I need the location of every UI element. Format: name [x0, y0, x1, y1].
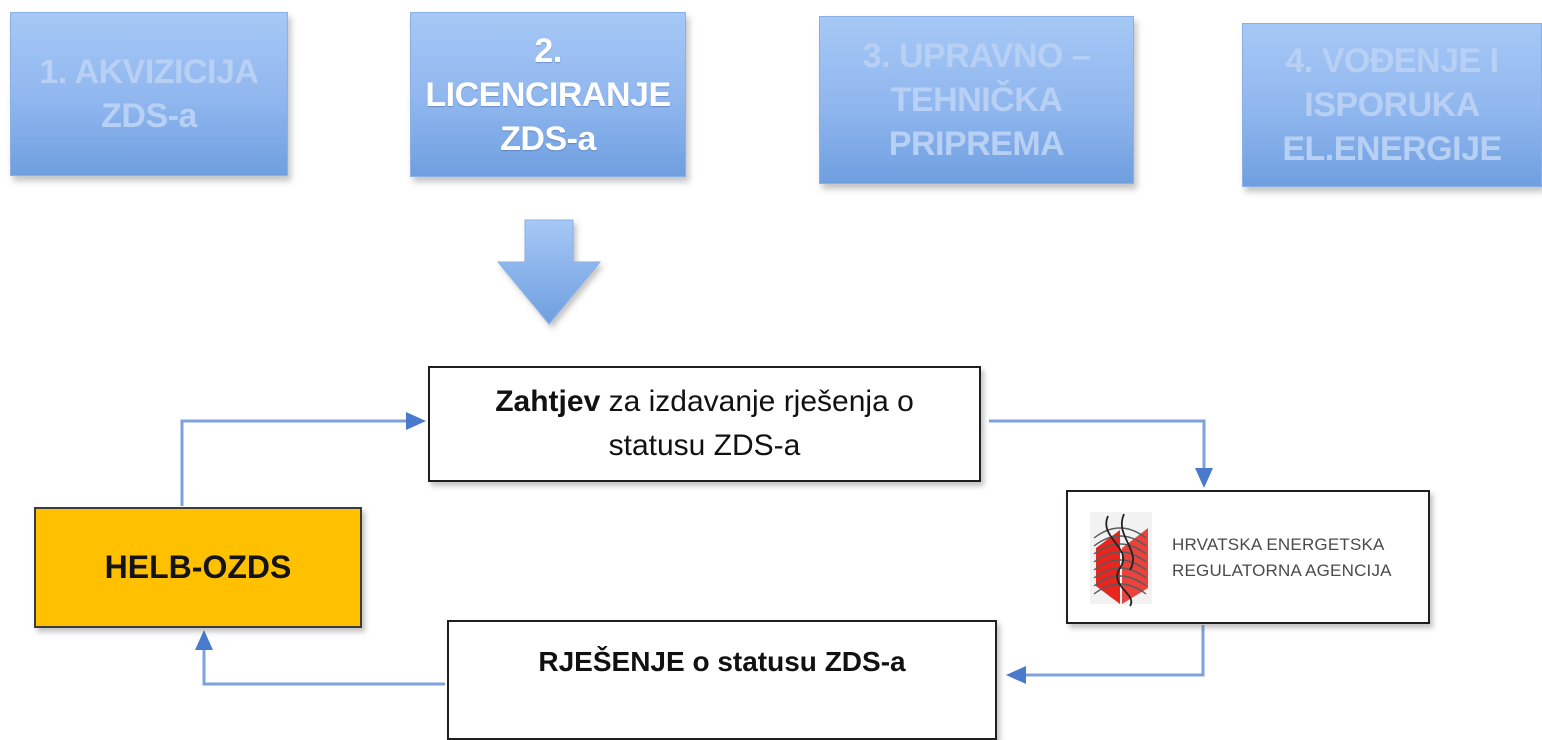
- request-line-2: statusu ZDS-a: [608, 429, 801, 462]
- request-line-1-rest: za izdavanje rješenja o: [600, 385, 914, 418]
- connector-request-to-hera: [989, 419, 1206, 470]
- connector-decision-to-helb: [202, 650, 445, 686]
- arrowhead-hera-icon: [1195, 468, 1213, 488]
- hera-box: HRVATSKA ENERGETSKA REGULATORNA AGENCIJA: [1066, 490, 1430, 624]
- helb-label: HELB-OZDS: [104, 549, 292, 585]
- connector-helb-to-request: [180, 419, 408, 506]
- arrowhead-helb-icon: [195, 630, 213, 650]
- hera-name: HRVATSKA ENERGETSKA REGULATORNA AGENCIJA: [1172, 532, 1392, 584]
- process-diagram: 1. AKVIZICIJA ZDS-a 2. LICENCIRANJE ZDS-…: [10, 12, 1542, 740]
- big-down-arrow-icon: [496, 219, 602, 325]
- arrowhead-decision-icon: [1006, 666, 1026, 684]
- hera-name-line-2: REGULATORNA AGENCIJA: [1172, 561, 1392, 580]
- helb-ozds-box: HELB-OZDS: [34, 507, 362, 628]
- request-line-1: Zahtjev za izdavanje rješenja o: [495, 380, 914, 424]
- hera-logo-icon: [1090, 512, 1152, 607]
- step-akvizicija: 1. AKVIZICIJA ZDS-a: [10, 12, 288, 176]
- request-box: Zahtjev za izdavanje rješenja o statusu …: [428, 366, 981, 482]
- decision-label: RJEŠENJE o statusu ZDS-a: [538, 646, 906, 677]
- connectors-layer: [180, 219, 1213, 686]
- step-licenciranje: 2. LICENCIRANJE ZDS-a: [410, 12, 686, 177]
- connector-hera-to-decision: [1024, 625, 1205, 677]
- arrowhead-request-icon: [406, 412, 426, 430]
- request-bold-word: Zahtjev: [495, 385, 601, 418]
- decision-box: RJEŠENJE o statusu ZDS-a: [447, 620, 997, 740]
- step-vodenje-isporuka: 4. VOĐENJE I ISPORUKA EL.ENERGIJE: [1242, 23, 1542, 187]
- step-upravno-tehnicka-priprema: 3. UPRAVNO – TEHNIČKA PRIPREMA: [819, 16, 1134, 184]
- hera-name-line-1: HRVATSKA ENERGETSKA: [1172, 535, 1385, 554]
